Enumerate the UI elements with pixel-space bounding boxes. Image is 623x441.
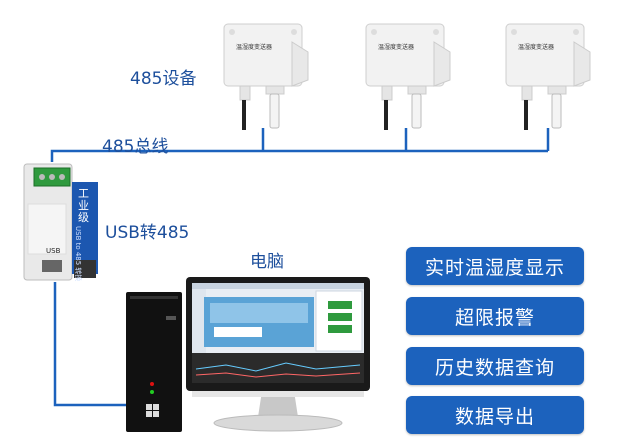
converter-brand-text: 工业级	[78, 187, 89, 224]
sensor-brand-label: 温湿度变送器	[518, 44, 555, 51]
label-computer: 电脑	[250, 252, 284, 272]
feature-history-query-button[interactable]: 历史数据查询	[406, 347, 584, 385]
feature-overlimit-alarm-button[interactable]: 超限报警	[406, 297, 584, 335]
feature-realtime-display-button[interactable]: 实时温湿度显示	[406, 247, 584, 285]
converter-usb-label: USB	[46, 247, 61, 255]
converter-sub-text: USB to 485 转换	[74, 226, 82, 282]
sensor-brand-label: 温湿度变送器	[236, 44, 273, 51]
pc-tower	[126, 292, 184, 434]
label-485-bus: 485总线	[102, 137, 169, 157]
label-485-devices: 485设备	[130, 69, 197, 89]
bus-line	[50, 149, 548, 162]
sensor-brand-label: 温湿度变送器	[378, 44, 415, 51]
sensor-device-3: 温湿度变送器	[504, 22, 594, 136]
label-usb-to-485: USB转485	[105, 223, 190, 243]
sensor-device-1: 温湿度变送器	[222, 22, 312, 136]
sensor-device-2: 温湿度变送器	[364, 22, 454, 136]
usb-485-converter: 工业级 USB to 485 转换 USB	[22, 160, 102, 284]
pc-monitor	[186, 277, 370, 435]
windows-logo-icon	[146, 404, 159, 417]
feature-data-export-button[interactable]: 数据导出	[406, 396, 584, 434]
usb-to-pc-line	[53, 282, 126, 407]
